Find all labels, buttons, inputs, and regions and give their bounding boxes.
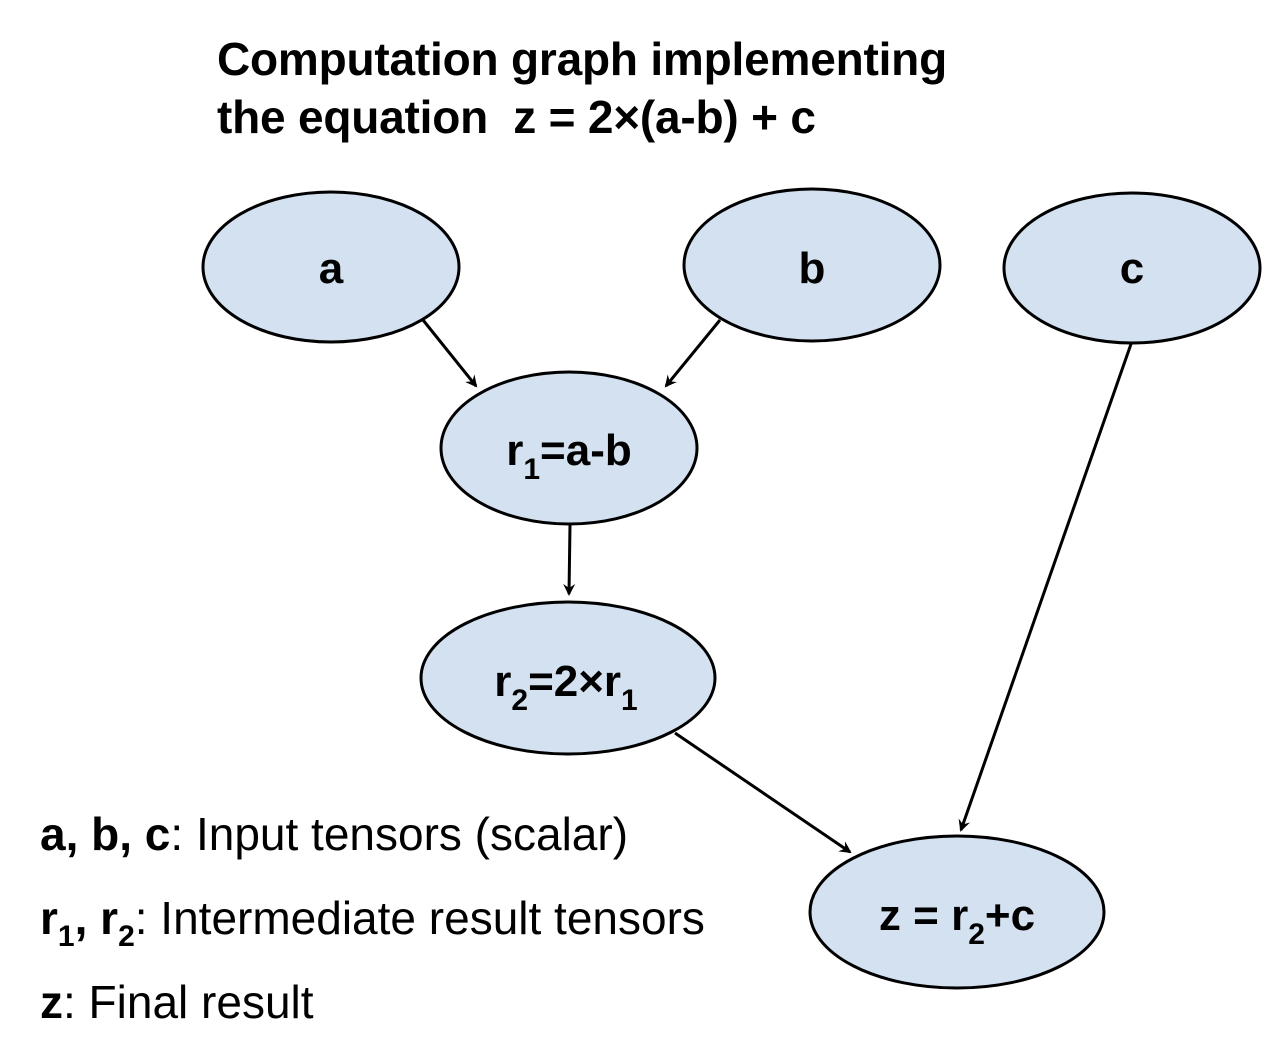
- node-r2-label: r2=2×r1: [494, 657, 637, 717]
- legend-row-intermediate: r1, r2: Intermediate result tensors: [40, 876, 705, 960]
- node-r2: r2=2×r1: [419, 600, 717, 756]
- title-line-1: Computation graph implementing: [217, 33, 947, 85]
- legend-separator: ,: [74, 892, 101, 944]
- node-z: z = r2+c: [808, 834, 1106, 990]
- legend-term-r2-sub: 2: [118, 920, 135, 953]
- node-c: c: [1002, 191, 1262, 345]
- legend-terms-final: z: [40, 976, 63, 1028]
- legend-term-r1-sub: 1: [57, 920, 75, 953]
- node-z-label: z = r2+c: [879, 891, 1035, 951]
- node-c-label: c: [1120, 244, 1144, 293]
- node-b-ellipse: [682, 187, 942, 343]
- edge-a-to-r1: [421, 319, 478, 388]
- legend-row-inputs: a, b, c: Input tensors (scalar): [40, 792, 705, 876]
- node-b-label: b: [799, 244, 826, 293]
- node-z-ellipse: [808, 834, 1106, 990]
- node-c-ellipse: [1002, 191, 1262, 345]
- node-r1-ellipse: [439, 370, 699, 526]
- legend-desc-inputs: : Input tensors (scalar): [170, 808, 629, 860]
- node-a-label: a: [319, 244, 344, 293]
- legend: a, b, c: Input tensors (scalar) r1, r2: …: [40, 792, 705, 1044]
- node-b: b: [682, 187, 942, 343]
- edge-r2-to-z: [674, 731, 852, 854]
- legend-desc-final: : Final result: [63, 976, 314, 1028]
- legend-term-r2: r: [100, 892, 119, 944]
- node-r2-ellipse: [419, 600, 717, 756]
- node-a-ellipse: [201, 190, 461, 344]
- title-line-2: the equation z = 2×(a-b) + c: [217, 91, 816, 143]
- node-r1-label: r1=a-b: [506, 426, 632, 486]
- edge-r1-to-r2: [563, 524, 576, 596]
- legend-terms-inputs: a, b, c: [40, 808, 171, 860]
- node-a: a: [201, 190, 461, 344]
- node-r1: r1=a-b: [439, 370, 699, 526]
- edge-b-to-r1: [664, 319, 722, 388]
- diagram-title: Computation graph implementing the equat…: [217, 30, 947, 146]
- legend-term-r1: r: [40, 892, 58, 944]
- legend-desc-intermediate: : Intermediate result tensors: [134, 892, 705, 944]
- legend-row-final: z: Final result: [40, 960, 705, 1044]
- edge-c-to-z: [958, 343, 1133, 832]
